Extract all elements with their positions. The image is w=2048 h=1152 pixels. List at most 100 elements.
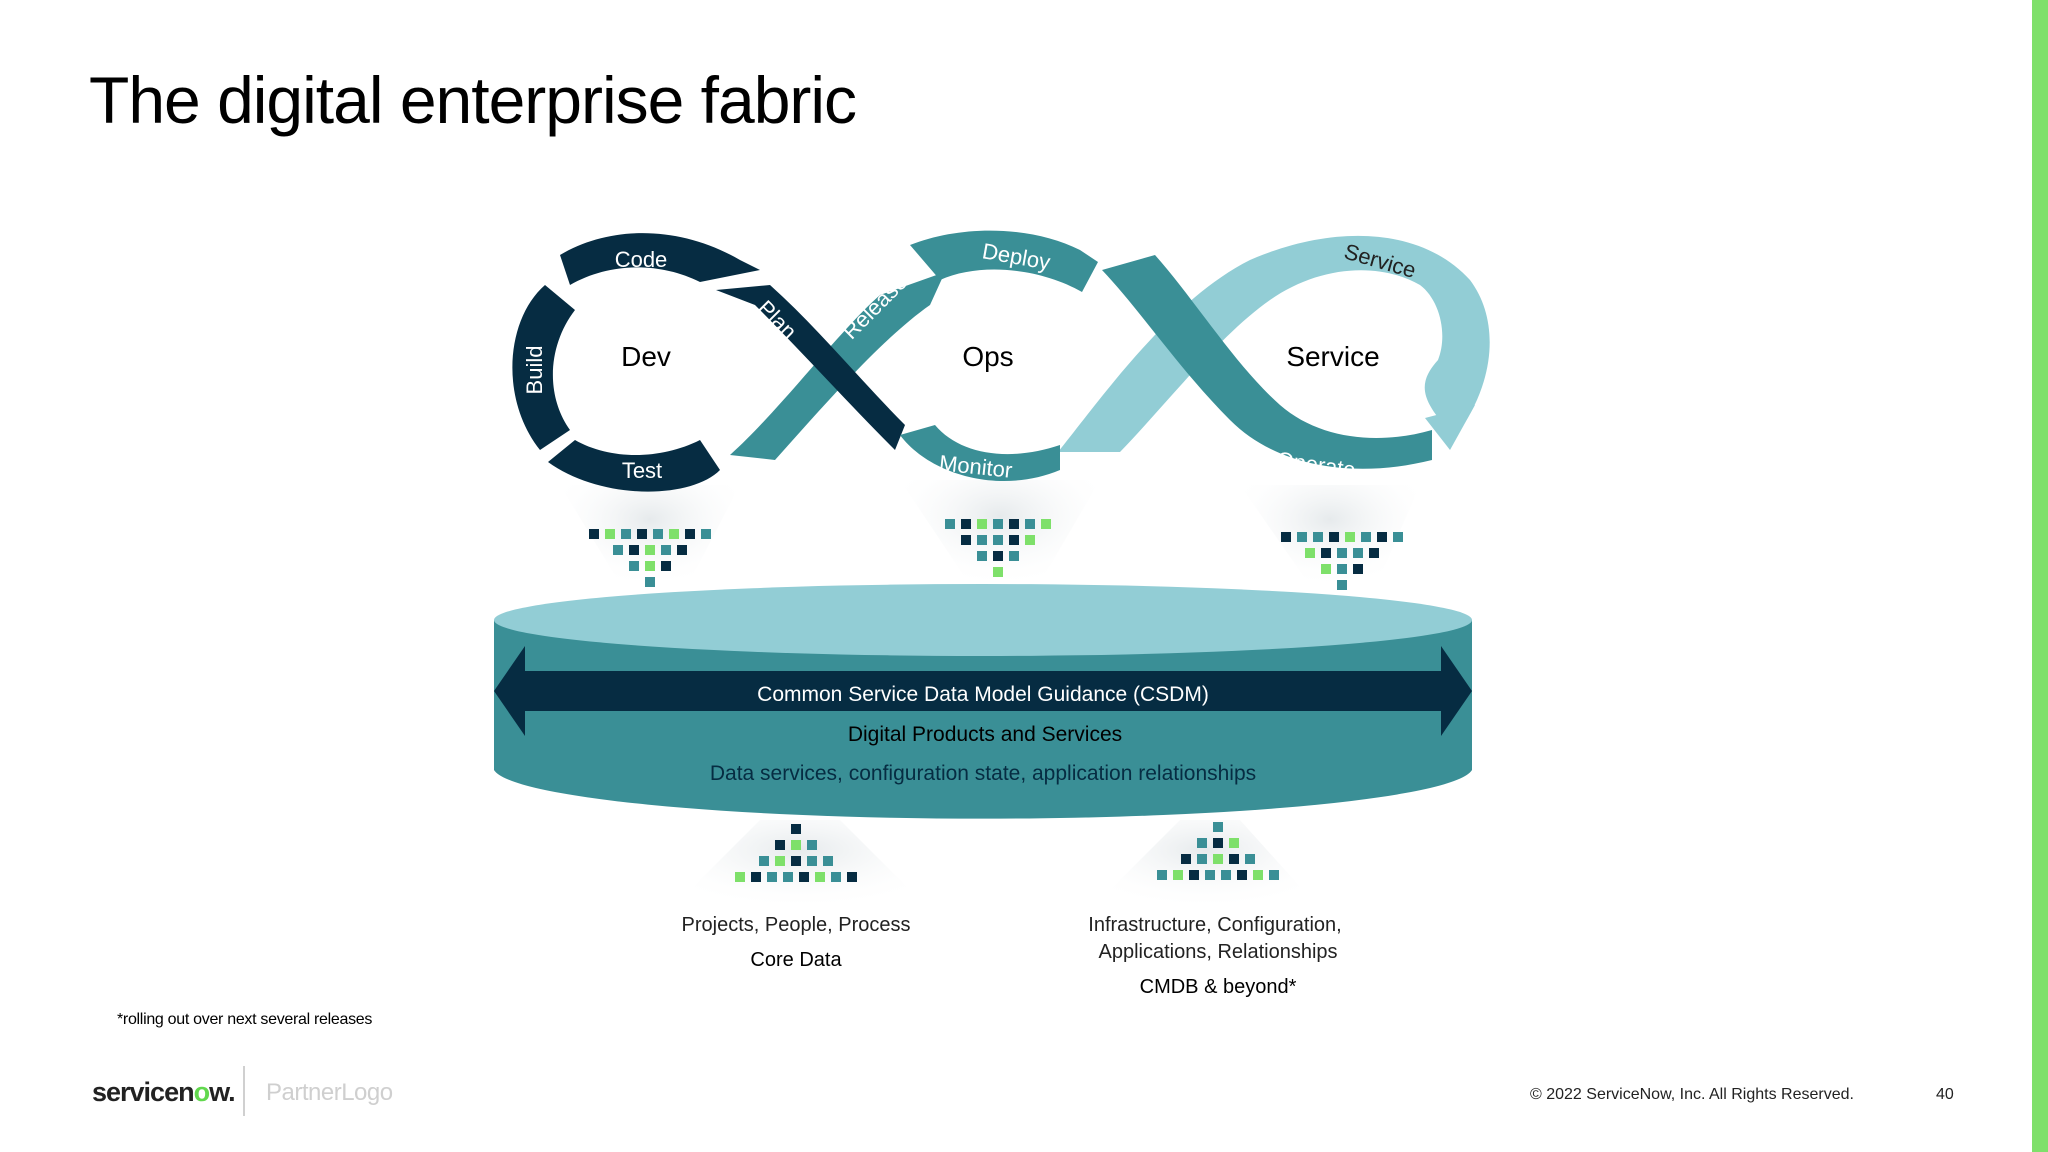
data-square	[1009, 551, 1019, 561]
data-square	[977, 535, 987, 545]
data-square	[783, 872, 793, 882]
data-square	[1281, 532, 1291, 542]
data-squares	[589, 519, 1403, 882]
data-square	[751, 872, 761, 882]
seg-build: Build	[522, 346, 547, 395]
build-band	[512, 285, 575, 450]
data-square	[1245, 854, 1255, 864]
test-band	[548, 440, 720, 492]
data-square	[1221, 870, 1231, 880]
data-square	[1345, 532, 1355, 542]
data-square	[1321, 564, 1331, 574]
operate-band	[1102, 255, 1432, 469]
data-square	[1213, 854, 1223, 864]
data-square	[1313, 532, 1323, 542]
seg-code: Code	[615, 247, 668, 272]
data-square	[1009, 535, 1019, 545]
data-square	[807, 856, 817, 866]
data-square	[1305, 548, 1315, 558]
monitor-band	[900, 425, 1060, 482]
data-square	[791, 840, 801, 850]
data-square	[1205, 870, 1215, 880]
logo-ring: o	[193, 1077, 210, 1107]
seg-test: Test	[622, 458, 662, 483]
database-cylinder	[494, 584, 1472, 819]
data-square	[1041, 519, 1051, 529]
data-square	[1361, 532, 1371, 542]
csdm-arrow	[494, 646, 1472, 736]
data-square	[1269, 870, 1279, 880]
data-square	[1025, 519, 1035, 529]
data-square	[1009, 519, 1019, 529]
data-square	[661, 561, 671, 571]
data-square	[847, 872, 857, 882]
accent-bar	[2032, 0, 2048, 1152]
data-square	[1213, 822, 1223, 832]
data-square	[799, 872, 809, 882]
data-square	[1213, 838, 1223, 848]
data-square	[1353, 548, 1363, 558]
cmdb-desc-2: Applications, Relationships	[1098, 941, 1337, 963]
logo-prefix: servicen	[92, 1077, 195, 1107]
partner-logo: PartnerLogo	[266, 1079, 393, 1106]
center-dev: Dev	[621, 341, 671, 372]
logo-suffix: w.	[209, 1077, 235, 1107]
cmdb-desc-1: Infrastructure, Configuration,	[1088, 914, 1341, 936]
data-square	[791, 856, 801, 866]
data-square	[1369, 548, 1379, 558]
infinity-loop	[512, 230, 1490, 492]
data-square	[1329, 532, 1339, 542]
data-square	[1337, 564, 1347, 574]
data-square	[669, 529, 679, 539]
data-square	[1237, 870, 1247, 880]
data-square	[589, 529, 599, 539]
core-desc: Projects, People, Process	[682, 914, 911, 936]
data-square	[807, 840, 817, 850]
data-square	[1337, 580, 1347, 590]
code-band	[560, 233, 760, 285]
data-square	[961, 519, 971, 529]
data-square	[621, 529, 631, 539]
db-line3: Data services, configuration state, appl…	[710, 762, 1256, 785]
center-ops: Ops	[962, 341, 1013, 372]
copyright: © 2022 ServiceNow, Inc. All Rights Reser…	[1530, 1086, 1854, 1103]
data-square	[1197, 854, 1207, 864]
data-square	[645, 545, 655, 555]
data-square	[629, 545, 639, 555]
servicenow-logo: servicenow.	[92, 1077, 236, 1108]
plan-band	[716, 285, 905, 450]
data-square	[1229, 838, 1239, 848]
data-square	[815, 872, 825, 882]
data-square	[993, 567, 1003, 577]
data-square	[1321, 548, 1331, 558]
data-square	[977, 551, 987, 561]
data-square	[945, 519, 955, 529]
data-square	[653, 529, 663, 539]
data-square	[961, 535, 971, 545]
data-square	[759, 856, 769, 866]
data-square	[1189, 870, 1199, 880]
data-square	[993, 519, 1003, 529]
data-square	[1229, 854, 1239, 864]
data-square	[701, 529, 711, 539]
data-square	[1393, 532, 1403, 542]
deploy-band	[910, 230, 1098, 292]
data-square	[993, 535, 1003, 545]
service-lobe	[1058, 235, 1490, 452]
data-square	[685, 529, 695, 539]
data-square	[1377, 532, 1387, 542]
data-square	[645, 577, 655, 587]
data-square	[677, 545, 687, 555]
data-square	[1353, 564, 1363, 574]
data-square	[1337, 548, 1347, 558]
footnote: *rolling out over next several releases	[117, 1011, 373, 1028]
data-square	[1297, 532, 1307, 542]
data-square	[767, 872, 777, 882]
data-square	[775, 856, 785, 866]
data-square	[977, 519, 987, 529]
data-square	[1181, 854, 1191, 864]
data-square	[605, 529, 615, 539]
data-square	[1197, 838, 1207, 848]
data-square	[735, 872, 745, 882]
